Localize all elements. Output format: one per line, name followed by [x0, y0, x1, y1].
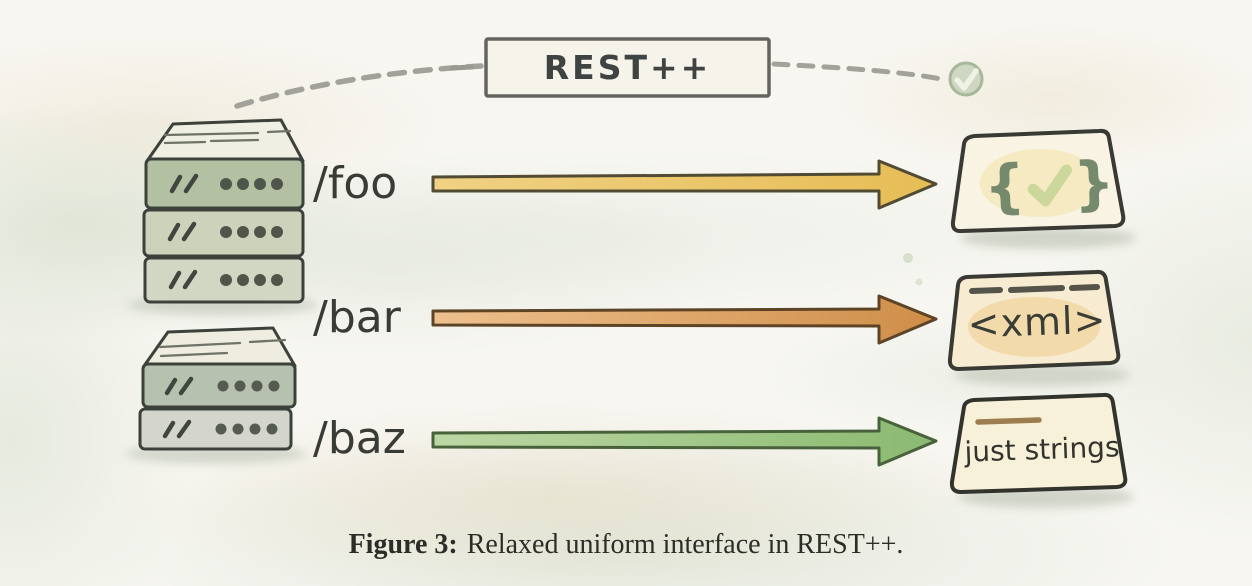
server-unit-leds	[162, 376, 280, 439]
speckles	[903, 253, 923, 286]
strings-card	[949, 392, 1128, 494]
left-brace: {	[982, 151, 1027, 221]
json-check-icon	[1025, 162, 1075, 208]
check-circle-icon	[948, 61, 984, 97]
endpoint-label-bar: /bar	[313, 291, 401, 343]
xml-card-header-dashes	[969, 284, 1100, 294]
json-card	[950, 128, 1126, 234]
figure-caption: Figure 3: Relaxed uniform interface in RE…	[0, 529, 1252, 561]
xml-card	[947, 269, 1121, 371]
figure-caption-label: Figure 3:	[348, 529, 458, 560]
dashed-link-left	[234, 63, 484, 109]
endpoint-label-foo: /foo	[313, 157, 398, 209]
arrow-bar	[431, 294, 938, 345]
server-stack-bottom	[138, 326, 297, 451]
arrow-foo	[431, 159, 938, 210]
xml-card-label: <xml>	[966, 297, 1108, 347]
server-stack-top	[142, 118, 305, 304]
strings-card-label: just strings	[963, 429, 1121, 469]
figure-caption-text: Relaxed uniform interface in REST++.	[466, 529, 904, 560]
server-unit-leds	[167, 173, 283, 290]
restpp-label: REST++	[543, 48, 712, 87]
arrow-baz	[431, 416, 938, 467]
json-card-content: { }	[982, 142, 1116, 228]
right-brace: }	[1072, 148, 1116, 218]
restpp-label-box: REST++	[486, 39, 769, 96]
endpoint-label-baz: /baz	[313, 412, 406, 464]
dashed-link-right	[771, 61, 944, 82]
connector-tick-left	[449, 64, 475, 71]
strings-card-rule	[975, 417, 1042, 425]
restpp-box-outline	[484, 37, 771, 98]
